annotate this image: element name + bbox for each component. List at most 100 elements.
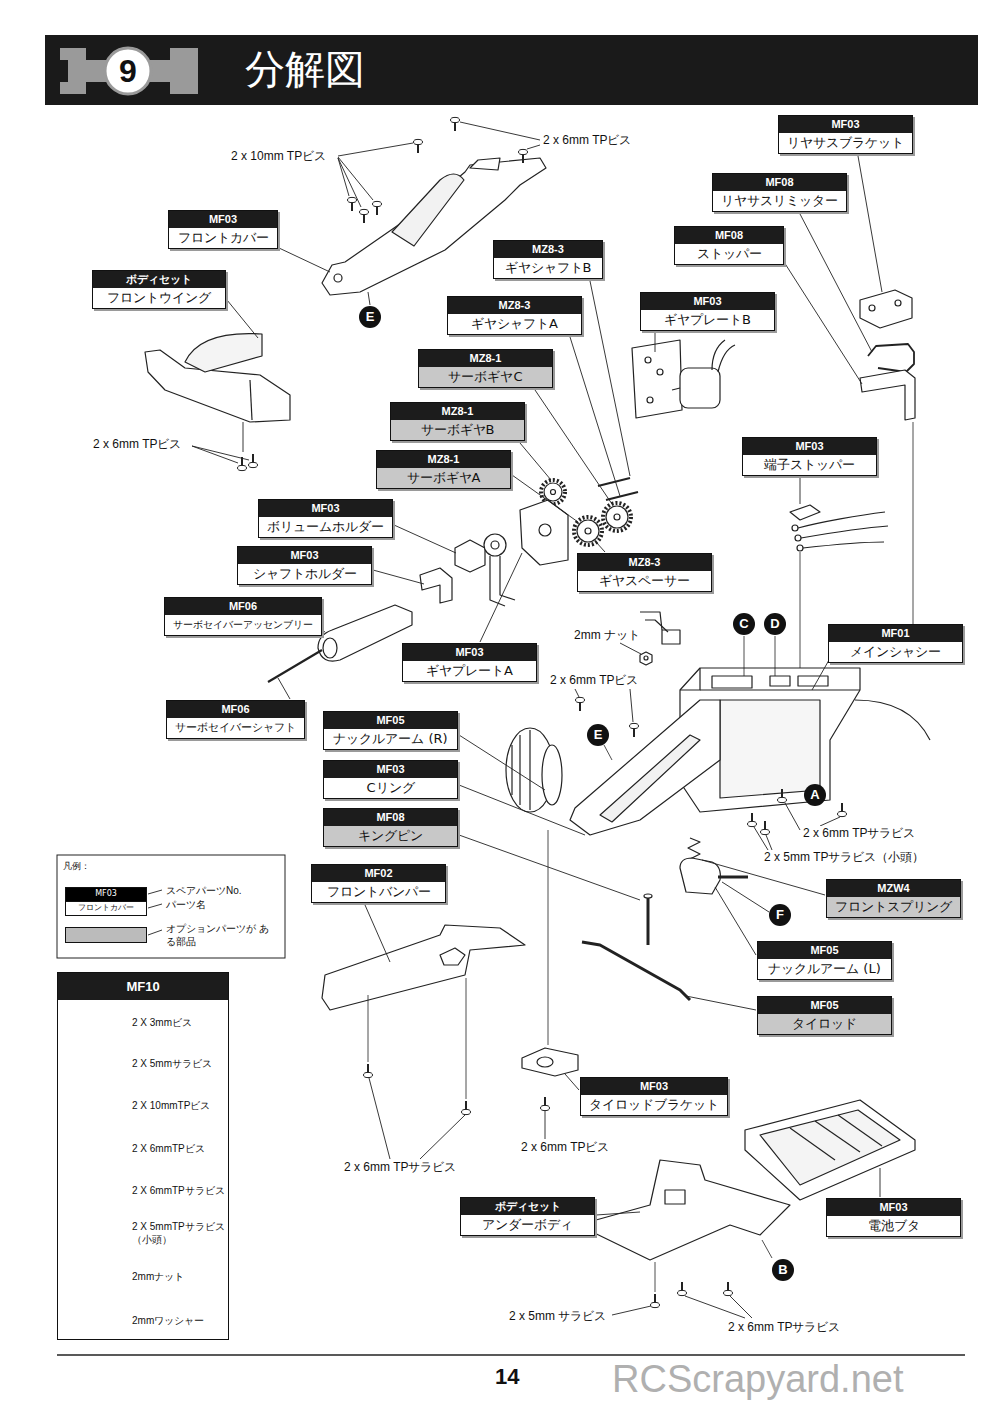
spare-part-number: MF06	[165, 598, 321, 615]
drawing-path	[318, 605, 412, 661]
drawing-line	[480, 553, 522, 642]
spare-part-number: MZ8-3	[494, 241, 602, 258]
drawing-use	[519, 149, 528, 163]
drawing-line	[702, 860, 825, 895]
leader-lines	[148, 122, 882, 1318]
header-band	[45, 35, 978, 105]
part-label-box: MZ8-3ギヤスペーサー	[577, 553, 712, 592]
drawing-polygon	[440, 948, 465, 965]
drawing-use	[761, 821, 770, 835]
part-label-box: MZ8-1サーボギヤB	[390, 402, 525, 441]
part-name: ギヤスペーサー	[578, 571, 711, 591]
part-label-box: ボディセットフロントウイング	[92, 270, 226, 309]
drawing-use	[360, 209, 369, 223]
drawing-line	[744, 636, 745, 676]
drawing-ellipse	[323, 638, 337, 658]
spare-part-number: MZ8-1	[377, 451, 510, 468]
drawing-line	[268, 650, 322, 682]
callout-letter: C	[733, 613, 755, 635]
drawing-line	[520, 443, 551, 480]
part-label-box: MF02フロントバンパー	[311, 864, 446, 903]
drawing-line	[527, 145, 540, 149]
drawing-line	[762, 1240, 772, 1258]
drawing-rect	[665, 1190, 685, 1204]
part-name: タイロッド	[758, 1014, 891, 1034]
drawing-circle	[491, 541, 499, 549]
part-name: ギヤシャフトB	[494, 258, 602, 278]
drawing-line	[368, 292, 370, 305]
drawing-path	[392, 174, 464, 246]
drawing-path	[578, 1160, 790, 1260]
spare-part-number: MF03	[403, 644, 536, 661]
drawing-rect	[60, 82, 86, 94]
drawing-rect	[60, 48, 86, 60]
drawing-circle	[574, 517, 602, 545]
spare-part-number: MF03	[779, 116, 912, 133]
part-name: リヤサスブラケット	[779, 133, 912, 153]
part-name: タイロッドブラケット	[581, 1095, 727, 1115]
drawing-path	[640, 612, 662, 630]
drawing-line	[590, 281, 630, 476]
part-label-box: MF01メインシャシー	[828, 624, 963, 663]
drawing-circle	[895, 300, 901, 306]
legend-text: オプションパーツが ある部品	[166, 922, 278, 948]
drawing-line	[365, 905, 390, 962]
drawing-line	[785, 803, 800, 830]
drawing-circle	[541, 480, 565, 504]
hardware-name: 2 X 5mmTPサラビス （小頭）	[132, 1220, 226, 1246]
spare-part-number: MF03	[169, 211, 277, 228]
spare-part-number: MF03	[238, 547, 371, 564]
part-name: ボリュームホルダー	[259, 517, 392, 537]
part-name: サーボギヤB	[391, 420, 524, 440]
drawing-circle	[551, 490, 556, 495]
legend-swatch: フロントカバー	[65, 901, 147, 916]
drawing-ellipse	[537, 1057, 553, 1067]
part-label-box: MF08リヤサスリミッター	[712, 173, 847, 212]
drawing-rect	[770, 676, 790, 686]
part-label-box: MF03ギヤプレートB	[640, 292, 775, 331]
part-name: フロントカバー	[169, 228, 277, 248]
drawing-line	[612, 1306, 651, 1315]
hardware-name: 2 X 6mmTPビス	[132, 1142, 226, 1155]
drawing-path	[470, 158, 500, 170]
part-name: アンダーボディ	[461, 1215, 594, 1235]
drawing-path	[745, 1100, 915, 1200]
page-rule	[57, 1354, 965, 1356]
drawing-path	[720, 700, 820, 798]
spare-part-number: MF01	[829, 625, 962, 642]
legend-text: パーツ名	[166, 898, 278, 911]
drawing-line	[784, 262, 862, 384]
drawing-line	[369, 1078, 390, 1159]
drawing-line	[529, 730, 530, 810]
drawing-use	[364, 1064, 373, 1078]
part-label-box: MF03フロントカバー	[168, 210, 278, 249]
callout-letter: B	[772, 1259, 794, 1281]
drawing-circle	[644, 656, 648, 660]
hardware-name: 2 X 3mmビス	[132, 1016, 226, 1029]
drawing-use	[778, 789, 787, 803]
parts	[145, 158, 930, 1292]
drawing-line	[655, 1262, 656, 1292]
drawing-line	[606, 492, 638, 500]
drawing-circle	[539, 524, 551, 536]
part-label-box: MZW4フロントスプリング	[826, 879, 961, 918]
spare-part-number: MZW4	[827, 880, 960, 897]
hardware-name: 2 X 6mmTPサラビス	[132, 1184, 226, 1197]
screw-callout: 2mm ナット	[573, 628, 641, 642]
screws	[238, 117, 847, 1307]
drawing-circle	[105, 48, 151, 94]
part-name: 端子ストッパー	[743, 455, 876, 475]
drawing-path	[798, 512, 885, 528]
spare-part-number: ボディセット	[93, 271, 225, 288]
drawing-path	[855, 700, 930, 740]
screw-callout: 2 x 6mm TPビス	[92, 437, 182, 451]
drawing-use	[748, 813, 757, 827]
part-name: 電池ブタ	[827, 1216, 960, 1236]
drawing-line	[338, 143, 413, 156]
drawing-use	[651, 1294, 660, 1308]
box-heading: MF10	[58, 973, 228, 1000]
drawing-circle	[585, 528, 591, 534]
drawing-line	[548, 830, 549, 1045]
drawing-use	[576, 697, 585, 711]
drawing-line	[647, 897, 650, 945]
